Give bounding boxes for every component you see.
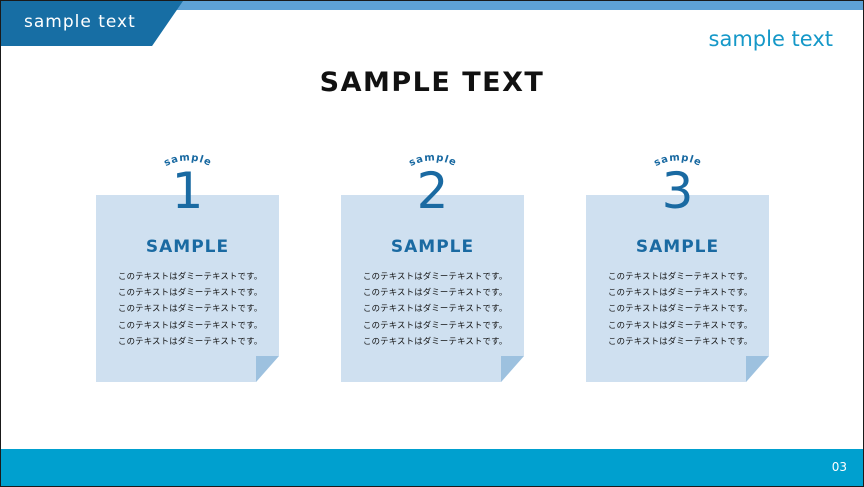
card-background [96,195,279,382]
card-arc-label: sample [407,152,457,169]
slide-title: SAMPLE TEXT [319,67,545,98]
corner-tab [1,1,183,46]
card-number: 3 [661,162,694,220]
card-background [586,195,769,382]
page-number: 03 [831,460,847,474]
card-1: sample 1 SAMPLE このテキストはダミーテキストです。このテキストは… [96,152,279,382]
card-heading: SAMPLE [145,237,230,257]
card-3: sample 3 SAMPLE このテキストはダミーテキストです。このテキストは… [586,152,769,382]
card-arc-label: sample [652,152,702,169]
card-heading: SAMPLE [390,237,475,257]
top-accent-strip [1,1,863,10]
corner-tab-label: sample text [24,12,136,32]
footer-bar: 03 [1,449,863,486]
card-body-text: このテキストはダミーテキストです。このテキストはダミーテキストです。このテキスト… [118,271,263,346]
header-right-label: sample text [708,27,833,51]
card-heading: SAMPLE [635,237,720,257]
card-number: 1 [171,162,204,220]
card-body-text: このテキストはダミーテキストです。このテキストはダミーテキストです。このテキスト… [363,271,508,346]
card-2: sample 2 SAMPLE このテキストはダミーテキストです。このテキストは… [341,152,524,382]
card-body-text: このテキストはダミーテキストです。このテキストはダミーテキストです。このテキスト… [608,271,753,346]
card-background [341,195,524,382]
card-number: 2 [416,162,449,220]
card-arc-label: sample [162,152,212,169]
